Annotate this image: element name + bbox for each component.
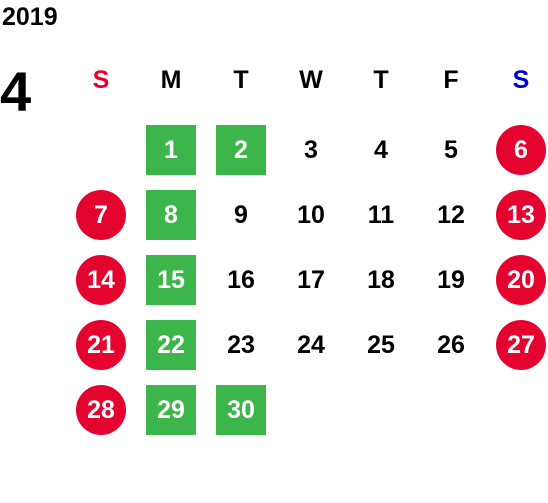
day-cell[interactable]: 23: [227, 331, 255, 359]
day-cell[interactable]: 13: [496, 190, 546, 240]
day-cell[interactable]: 20: [496, 255, 546, 305]
day-cell[interactable]: 9: [234, 201, 248, 229]
day-cell[interactable]: 11: [367, 201, 395, 229]
weekday-header: S: [92, 66, 110, 94]
weekday-header: W: [299, 66, 323, 94]
day-cell[interactable]: 4: [374, 136, 388, 164]
day-cell[interactable]: 27: [496, 320, 546, 370]
day-cell[interactable]: 30: [216, 385, 266, 435]
day-cell[interactable]: 2: [216, 125, 266, 175]
day-cell[interactable]: 29: [146, 385, 196, 435]
day-cell[interactable]: 22: [146, 320, 196, 370]
day-cell[interactable]: 14: [76, 255, 126, 305]
day-cell[interactable]: 6: [496, 125, 546, 175]
day-cell[interactable]: 19: [437, 266, 465, 294]
day-cell[interactable]: 7: [76, 190, 126, 240]
day-cell[interactable]: 5: [444, 136, 458, 164]
day-cell[interactable]: 17: [297, 266, 325, 294]
day-cell[interactable]: 1: [146, 125, 196, 175]
day-cell[interactable]: 18: [367, 266, 395, 294]
month-label: 4: [0, 60, 32, 123]
day-cell[interactable]: 26: [437, 331, 465, 359]
day-cell[interactable]: 28: [76, 385, 126, 435]
day-cell[interactable]: 16: [227, 266, 255, 294]
weekday-header: M: [160, 66, 182, 94]
day-cell[interactable]: 3: [304, 136, 318, 164]
day-cell[interactable]: 24: [297, 331, 325, 359]
day-cell[interactable]: 15: [146, 255, 196, 305]
weekday-header: T: [373, 66, 389, 94]
day-cell[interactable]: 10: [297, 201, 325, 229]
day-cell[interactable]: 21: [76, 320, 126, 370]
day-cell[interactable]: 8: [146, 190, 196, 240]
year-label: 2019: [2, 3, 58, 31]
weekday-header: F: [443, 66, 459, 94]
day-cell[interactable]: 12: [437, 201, 465, 229]
day-cell[interactable]: 25: [367, 331, 395, 359]
weekday-header: T: [233, 66, 249, 94]
weekday-header: S: [512, 66, 530, 94]
